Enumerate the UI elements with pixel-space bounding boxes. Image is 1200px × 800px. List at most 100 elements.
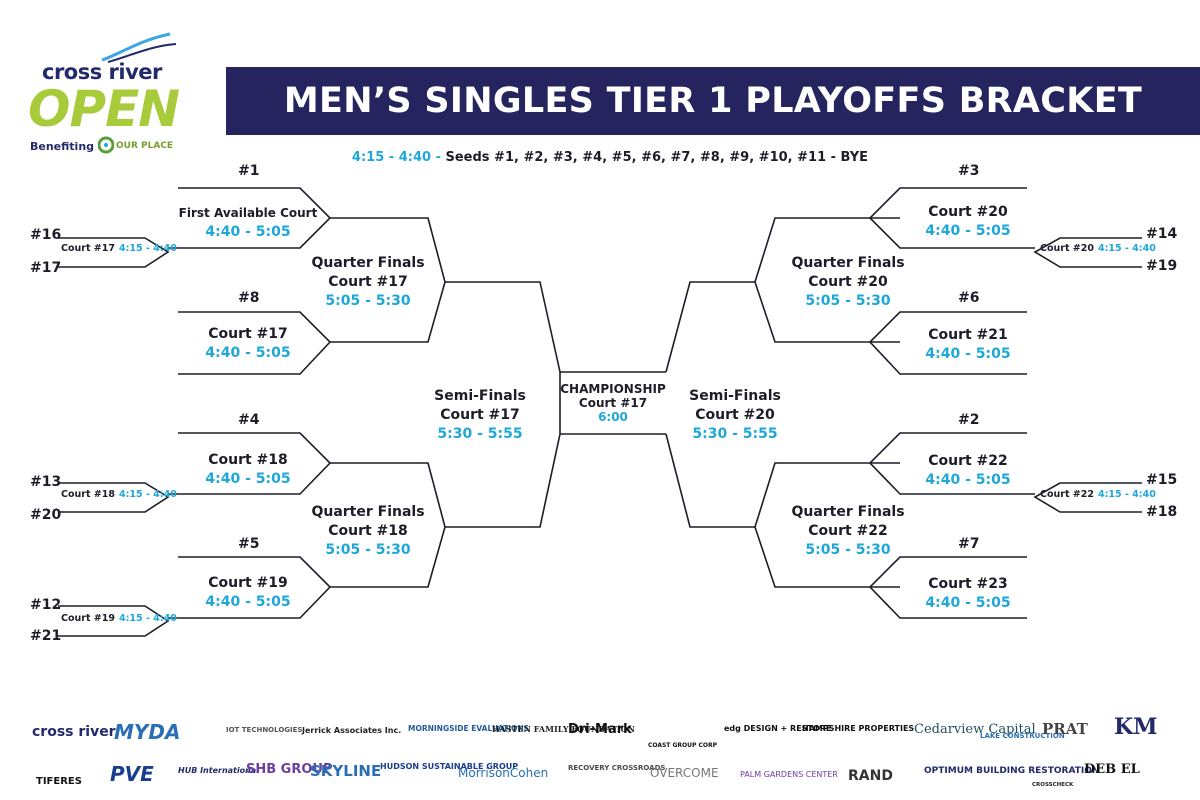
pre-round-court: Court #18 [61,489,115,500]
match-court: Court #17 [440,407,520,423]
match-court: Court #19 [208,575,288,591]
pre-round-court: Court #20 [1040,243,1094,254]
bracket-line [560,371,666,435]
match-court: Court #22 [928,453,1008,469]
our-place-icon [98,136,114,154]
match-court: Court #22 [808,523,888,539]
match-time: 4:40 - 5:05 [925,472,1011,488]
match-time: 5:30 - 5:55 [437,426,523,442]
sponsor-logo: OPTIMUM BUILDING RESTORATION [924,766,1100,776]
bracket-line [868,187,1035,249]
match-time: 4:40 - 5:05 [205,594,291,610]
match-label: Court #22 4:40 - 5:05 [898,452,1038,490]
match-court: Court #18 [208,452,288,468]
seed-label: #15 [1146,472,1178,488]
sponsor-logo: PRAT [1042,720,1088,738]
match-court: Court #20 [808,274,888,290]
bracket-line [868,432,1035,495]
seed-label: #2 [958,412,980,428]
seed-label: #14 [1146,226,1178,242]
bracket-line [58,482,170,513]
bracket-line [665,281,755,528]
round-name: Quarter Finals [791,255,905,271]
bracket-line [58,237,170,268]
pre-round-time: 4:15 - 4:40 [118,489,177,500]
sponsor-logo: IOT TECHNOLOGIES [226,726,303,734]
bracket-line [868,311,1027,375]
match-court: Court #17 [328,274,408,290]
match-court: Court #20 [695,407,775,423]
match-time: 5:05 - 5:30 [805,542,891,558]
sponsor-logo: MYDA [114,720,181,744]
sponsor-logo: KM [1114,714,1158,740]
schedule-note: 4:15 - 4:40 - Seeds #1, #2, #3, #4, #5, … [0,150,1200,165]
seed-label: #21 [30,628,62,644]
sponsor-logo: SHB GROUP [246,762,333,777]
seed-label: #8 [238,290,260,306]
sponsor-logo: COAST GROUP CORP [648,742,718,749]
match-time: 4:40 - 5:05 [205,224,291,240]
logo-charity: OUR PLACE [116,141,174,151]
match-time: 4:40 - 5:05 [925,223,1011,239]
sponsor-logo: HUB International [178,766,259,775]
bracket-line [1033,237,1142,268]
bracket-line [868,556,1027,619]
seed-label: #6 [958,290,980,306]
seed-label: #3 [958,163,980,179]
sponsor-logo: HASTEN FAMILY FOUNDATION [492,724,635,734]
seed-label: #5 [238,536,260,552]
sponsor-logo: HAMPSHIRE PROPERTIES [802,724,915,733]
pre-round-time: 4:15 - 4:40 [1097,489,1156,500]
round-name: Semi-Finals [689,388,781,404]
pre-round-time: 4:15 - 4:40 [1097,243,1156,254]
match-time: 5:05 - 5:30 [805,293,891,309]
bracket-line [754,462,900,588]
match-court: Court #18 [328,523,408,539]
bracket-line [445,281,561,528]
seed-label: #17 [30,260,62,276]
match-time: 5:05 - 5:30 [325,293,411,309]
sponsor-logo: CROSSCHECK [1032,782,1074,788]
tournament-logo: cross river OPEN Benefiting OUR PLACE [20,30,190,160]
seed-label: #1 [238,163,260,179]
sponsor-logo: Dri-Mark [568,722,632,737]
round-name: Quarter Finals [311,504,425,520]
pre-round-court: Court #22 [1040,489,1094,500]
swirl-icon [101,32,177,63]
sponsor-logo: MORNINGSIDE EVALUATIONS [408,724,530,733]
seed-label: #12 [30,597,62,613]
sponsor-logos: cross river MYDA IOT TECHNOLOGIES Jerric… [20,712,1190,796]
logo-benefiting: Benefiting [30,140,95,153]
match-court: First Available Court [178,206,318,220]
sponsor-logo: MorrisonCohen [458,766,549,780]
sponsor-logo: cross river [32,724,116,740]
pre-round-court: Court #19 [61,613,115,624]
pre-round-time: 4:15 - 4:40 [118,613,177,624]
seed-label: #4 [238,412,260,428]
sponsor-logo: SKYLINE [310,762,382,780]
match-court: Court #17 [208,326,288,342]
seed-label: #13 [30,474,62,490]
round-name: Quarter Finals [791,504,905,520]
seed-label: #16 [30,227,62,243]
sponsor-logo: TIFERES [36,776,82,787]
match-time: 5:30 - 5:55 [692,426,778,442]
logo-brand-top: cross river [42,60,162,84]
sponsor-logo: LAKE CONSTRUCTION [980,732,1065,740]
sponsor-logo: OVERCOME [650,766,719,780]
